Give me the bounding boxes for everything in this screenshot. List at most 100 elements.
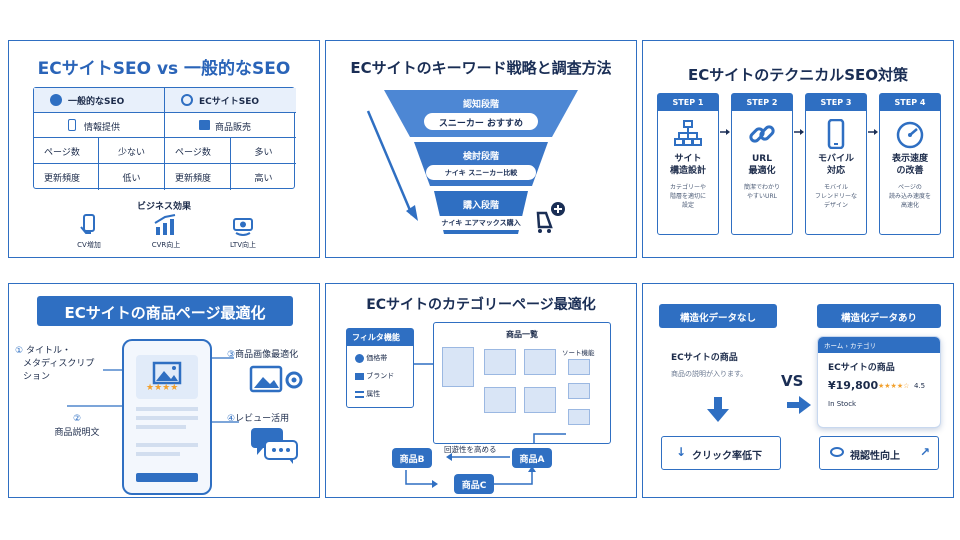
keyword-purchase: ナイキ エアマックス購入 (428, 216, 534, 230)
speedometer-icon (895, 119, 925, 149)
cell-sales: 商品販売 (215, 123, 252, 133)
product-a-node[interactable]: 商品A (512, 448, 552, 468)
tag-icon (355, 372, 364, 380)
product-b-node[interactable]: 商品B (392, 448, 432, 468)
cell-info: 情報提供 (84, 123, 121, 133)
review-bubble-icon (251, 428, 298, 464)
product-thumb[interactable] (524, 349, 556, 375)
filter-price[interactable]: 価格帯 (355, 353, 387, 363)
point-label-1c: ション (23, 372, 51, 382)
col-ec-header: ECサイトSEO (165, 88, 296, 113)
image-settings-icon (249, 365, 303, 393)
product-c-node[interactable]: 商品C (454, 474, 494, 494)
rich-price: ¥19,800 (828, 379, 879, 392)
rating-stars: ★★★★ (146, 383, 179, 393)
point-label-4: レビュー活用 (235, 414, 290, 424)
text-line (136, 425, 186, 429)
step-card: STEP 3 モバイル対応モバイルフレンドリーなデザイン (805, 93, 867, 235)
product-thumb[interactable] (484, 349, 516, 375)
phone-mockup: ★★★★ (122, 339, 212, 495)
panel-title: ECサイトのテクニカルSEO対策 (687, 66, 909, 84)
buy-button[interactable] (136, 473, 198, 482)
product-thumb-large[interactable] (442, 347, 474, 387)
cell-pages-label-2: ページ数 (165, 138, 231, 164)
cell-freq-value-1: 低い (99, 164, 165, 190)
panel-structured-data: 構造化データなし 構造化データあり ECサイトの商品 商品の説明が入ります。 V… (642, 283, 954, 498)
panel-title: ECサイトのキーワード戦略と調査方法 (350, 59, 612, 77)
point-number-2: ② (72, 414, 82, 424)
sort-thumb[interactable] (568, 359, 590, 375)
rich-result-card: ホーム › カテゴリ ECサイトの商品 ¥19,800 ★★★★☆ 4.5 In… (817, 336, 941, 428)
link-icon (747, 119, 777, 149)
point-image-opt: ③商品画像最適化 (227, 347, 319, 360)
no-product-name: ECサイトの商品 (671, 353, 738, 363)
rich-stars: ★★★★☆ (878, 382, 910, 390)
step-label: STEP 4 (880, 94, 940, 111)
filter-price-label: 価格帯 (366, 354, 388, 362)
step-desc: モバイルフレンドリーなデザイン (814, 184, 857, 209)
col-ec-label: ECサイトSEO (199, 97, 260, 107)
cell-freq-label-1: 更新頻度 (34, 164, 99, 190)
filter-brand[interactable]: ブランド (355, 371, 394, 381)
step-title: モバイル対応 (817, 154, 854, 176)
stage-purchase: 購入段階 (462, 201, 499, 211)
shop-icon (199, 120, 210, 130)
panel-title: ECサイトのカテゴリーページ最適化 (366, 297, 596, 313)
step-desc: 簡潔でわかりやすいURL (743, 184, 780, 200)
rich-rating: 4.5 (914, 382, 926, 390)
step-title: 表示速度の改善 (891, 154, 928, 176)
point-number-4: ④ (227, 414, 236, 424)
keyword-awareness: スニーカー おすすめ (424, 113, 538, 130)
vs-label: VS (781, 372, 804, 390)
visibility-up-label: 視認性向上 (850, 451, 900, 462)
col-general-header: 一般的なSEO (34, 88, 165, 113)
sitemap-icon (673, 119, 703, 149)
effect-ltv-label: LTV向上 (229, 241, 256, 249)
cell-freq-label-2: 更新頻度 (165, 164, 231, 190)
step-label: STEP 3 (806, 94, 866, 111)
keyword-consideration: ナイキ スニーカー比較 (426, 165, 536, 180)
point-label-3: 商品画像最適化 (235, 350, 299, 360)
stage-awareness: 認知段階 (462, 100, 499, 110)
product-thumb[interactable] (484, 387, 516, 413)
no-product-desc: 商品の説明が入ります。 (671, 370, 748, 378)
step-label: STEP 1 (658, 94, 718, 111)
search-icon (50, 94, 62, 106)
arrow-down-icon (707, 397, 729, 422)
sort-thumb[interactable] (568, 409, 590, 425)
effect-cv: CV増加 (69, 213, 109, 253)
arrow-right-icon (787, 396, 811, 414)
text-line (136, 416, 198, 420)
point-number-1: ① (15, 346, 24, 356)
filter-panel: フィルタ機能 価格帯 ブランド 属性 (346, 328, 414, 408)
sort-thumb[interactable] (568, 383, 590, 399)
point-label-1a: タイトル・ (25, 346, 71, 356)
product-thumb[interactable] (524, 387, 556, 413)
step-arrow-icon (794, 127, 804, 137)
breadcrumb: ホーム › カテゴリ (818, 337, 940, 353)
ctr-down-box: ↓ クリック率低下 (661, 436, 781, 470)
filter-attribute[interactable]: 属性 (355, 389, 380, 399)
yes-structured-title: 構造化データあり (817, 304, 941, 328)
cell-pages-value-2: 多い (231, 138, 296, 164)
visibility-up-box: 視認性向上 ↗ (819, 436, 939, 470)
effect-cv-label: CV増加 (77, 241, 101, 249)
shopping-cart-icon (534, 201, 564, 237)
filter-brand-label: ブランド (366, 372, 395, 380)
step-arrow-icon (868, 127, 878, 137)
step-title: サイト構造設計 (669, 154, 706, 176)
point-review: ④レビュー活用 (227, 411, 319, 424)
eye-icon (830, 447, 844, 457)
filter-title: フィルタ機能 (347, 329, 413, 346)
point-label-1b: メタディスクリプ (23, 359, 95, 369)
globe-icon (181, 94, 193, 106)
dollar-icon (355, 353, 364, 363)
hand-click-icon (80, 214, 95, 234)
point-title-meta: ① タイトル・ メタディスクリプ ション (15, 345, 115, 384)
no-structured-title: 構造化データなし (659, 304, 777, 328)
text-line (136, 443, 198, 447)
